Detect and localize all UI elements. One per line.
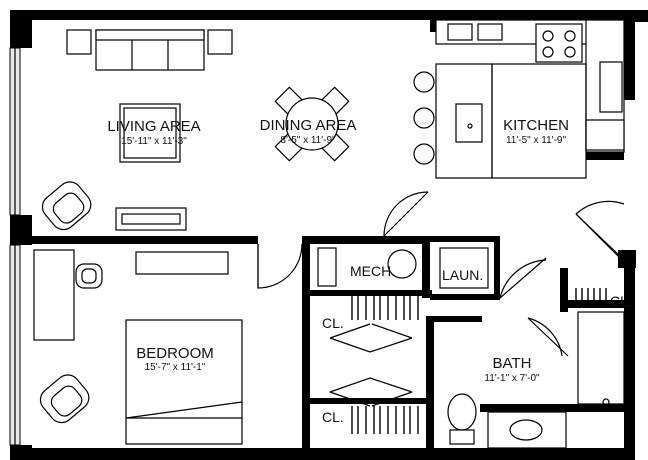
end-table-right (207, 29, 233, 55)
dining-table (285, 97, 339, 151)
mech-label: MECH. (350, 263, 395, 279)
dining-set (274, 86, 350, 162)
desk (33, 249, 75, 341)
washer-dryer (439, 247, 489, 289)
bedroom-label: BEDROOM (136, 345, 214, 362)
bedroom-dims: 15'-7" x 11'-1" (145, 362, 206, 373)
water-heater (387, 249, 417, 279)
bar-stool-3 (413, 143, 435, 165)
walls (10, 10, 648, 460)
kitchen-label: KITCHEN (503, 117, 569, 134)
bedroom-furniture (33, 249, 243, 445)
toilet (447, 393, 477, 445)
closet-upper-label: CL. (322, 315, 344, 331)
stove (535, 23, 583, 63)
utility-fixtures (317, 247, 489, 289)
shower (577, 311, 625, 405)
living-area-dims: 15'-11" x 11'-3" (121, 136, 187, 147)
closet-bath-label: CL (610, 293, 628, 309)
end-table-left (66, 29, 92, 55)
kitchen-dims: 11'-5" x 11'-9" (506, 135, 566, 146)
kitchen-fixtures (413, 19, 625, 179)
bed (125, 319, 243, 445)
desk-chair (75, 263, 103, 289)
doors (257, 191, 625, 407)
bar-stool-2 (413, 107, 435, 129)
bath-label: BATH (493, 355, 532, 372)
windows (9, 47, 21, 446)
sink (455, 103, 483, 143)
armchair-bedroom (39, 374, 90, 424)
bath-dims: 11'-1" x 7'-0" (484, 373, 540, 384)
closet-hangers (351, 288, 607, 434)
living-area-label: LIVING AREA (107, 118, 200, 135)
bar-stool-1 (413, 71, 435, 93)
dining-area-label: DINING AREA (260, 117, 357, 134)
dining-area-dims: 8'-5" x 11'-9" (280, 135, 336, 146)
armchair-living (41, 181, 92, 231)
dresser (135, 251, 229, 275)
closet-lower-label: CL. (322, 409, 344, 425)
room-labels: LIVING AREA 15'-11" x 11'-3" DINING AREA… (107, 117, 628, 425)
bath-fixtures (447, 311, 625, 449)
vanity (487, 411, 567, 449)
living-furniture (41, 29, 233, 231)
laundry-label: LAUN. (442, 267, 483, 283)
